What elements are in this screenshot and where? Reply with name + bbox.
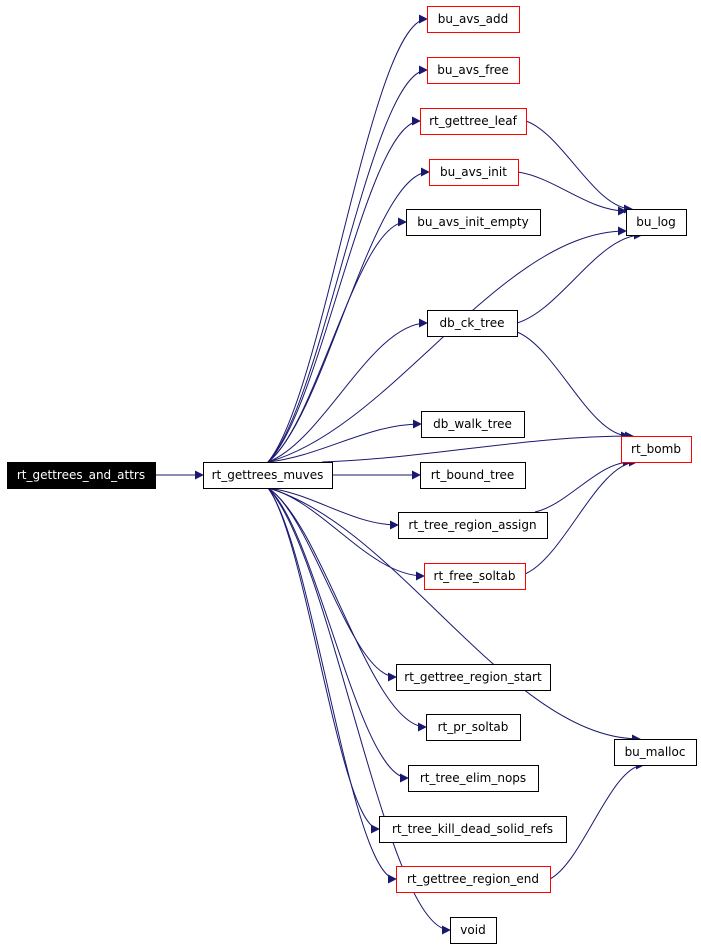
- edge-rt-gettrees-muves-to-rt-pr-soltab: [267, 487, 427, 732]
- node-box: [424, 563, 526, 590]
- edge-rt-tree-region-assign-to-rt-bomb: [534, 457, 632, 513]
- node-rt-bomb[interactable]: rt_bomb: [621, 436, 692, 463]
- node-box: [427, 57, 520, 84]
- node-box: [7, 462, 156, 489]
- edge-rt-gettrees-muves-to-db-ck-tree: [267, 318, 428, 463]
- node-rt-tree-region-assign[interactable]: rt_tree_region_assign: [398, 512, 548, 539]
- node-box: [621, 436, 692, 463]
- node-box: [396, 664, 551, 691]
- node-box: [379, 816, 567, 843]
- node-rt-tree-kill-dead-solid-refs[interactable]: rt_tree_kill_dead_solid_refs: [379, 816, 567, 843]
- node-box: [626, 209, 687, 236]
- node-rt-tree-elim-nops[interactable]: rt_tree_elim_nops: [408, 765, 539, 792]
- node-label: rt_bomb: [631, 442, 681, 456]
- node-label: rt_free_soltab: [434, 569, 516, 583]
- node-box: [396, 866, 551, 893]
- edge-db-ck-tree-to-rt-bomb: [516, 331, 630, 441]
- node-box: [420, 108, 527, 135]
- edge-rt-gettrees-muves-to-rt-gettree-region-end: [267, 487, 397, 884]
- edge-rt-gettree-leaf-to-bu-log: [525, 120, 633, 214]
- node-label: db_ck_tree: [440, 316, 505, 330]
- node-bu-avs-add[interactable]: bu_avs_add: [427, 6, 520, 33]
- node-label: rt_gettree_region_start: [404, 670, 542, 684]
- node-box: [398, 512, 548, 539]
- node-label: rt_tree_region_assign: [408, 518, 536, 532]
- edge-rt-gettrees-muves-to-bu-malloc: [267, 487, 641, 744]
- edge-rt-gettrees-muves-to-rt-gettree-leaf: [267, 116, 421, 463]
- node-label: void: [460, 923, 485, 937]
- node-box: [429, 159, 519, 186]
- node-void[interactable]: void: [450, 917, 497, 944]
- node-label: rt_gettrees_and_attrs: [17, 468, 145, 482]
- node-label: rt_pr_soltab: [438, 720, 509, 734]
- edge-rt-gettrees-muves-to-rt-tree-region-assign: [267, 487, 399, 530]
- edge-rt-gettrees-muves-to-rt-bomb: [321, 431, 634, 463]
- edge-bu-avs-init-to-bu-log: [517, 171, 627, 216]
- node-db-ck-tree[interactable]: db_ck_tree: [427, 310, 518, 337]
- node-bu-avs-init[interactable]: bu_avs_init: [429, 159, 519, 186]
- node-bu-malloc[interactable]: bu_malloc: [614, 739, 697, 766]
- edge-rt-gettrees-muves-to-bu-avs-free: [267, 65, 428, 463]
- edge-db-ck-tree-to-bu-log: [516, 230, 643, 324]
- edge-rt-gettrees-muves-to-db-walk-tree: [267, 419, 422, 463]
- node-box: [420, 462, 526, 489]
- node-label: bu_avs_init: [440, 165, 507, 179]
- node-box: [427, 6, 520, 33]
- node-label: rt_bound_tree: [431, 468, 515, 482]
- edge-rt-gettrees-muves-to-rt-tree-kill-dead-solid-refs: [267, 487, 380, 834]
- node-rt-free-soltab[interactable]: rt_free_soltab: [424, 563, 526, 590]
- node-rt-gettree-region-end[interactable]: rt_gettree_region_end: [396, 866, 551, 893]
- node-label: bu_avs_free: [437, 63, 509, 77]
- edges-layer: [155, 14, 645, 935]
- edge-rt-free-soltab-to-rt-bomb: [524, 457, 638, 575]
- node-box: [450, 917, 497, 944]
- node-box: [408, 765, 539, 792]
- edge-rt-gettree-region-end-to-bu-malloc: [549, 760, 645, 880]
- node-rt-bound-tree[interactable]: rt_bound_tree: [420, 462, 526, 489]
- node-label: rt_gettree_region_end: [407, 872, 539, 886]
- node-db-walk-tree[interactable]: db_walk_tree: [421, 411, 525, 438]
- edge-rt-gettrees-muves-to-rt-tree-elim-nops: [267, 487, 409, 783]
- node-rt-gettree-region-start[interactable]: rt_gettree_region_start: [396, 664, 551, 691]
- node-label: rt_tree_elim_nops: [420, 771, 526, 785]
- node-bu-avs-init-empty[interactable]: bu_avs_init_empty: [406, 209, 541, 236]
- node-box: [421, 411, 525, 438]
- node-label: bu_malloc: [625, 745, 686, 759]
- edge-rt-gettrees-muves-to-bu-avs-init: [267, 167, 430, 463]
- node-rt-pr-soltab[interactable]: rt_pr_soltab: [426, 714, 521, 741]
- node-label: db_walk_tree: [433, 417, 512, 431]
- node-box: [426, 714, 521, 741]
- node-label: rt_tree_kill_dead_solid_refs: [392, 822, 553, 836]
- node-label: bu_log: [636, 215, 676, 229]
- node-box: [406, 209, 541, 236]
- edge-rt-gettrees-muves-to-bu-avs-init-empty: [267, 217, 407, 463]
- node-label: rt_gettree_leaf: [429, 114, 518, 128]
- node-rt-gettree-leaf[interactable]: rt_gettree_leaf: [420, 108, 527, 135]
- edge-rt-gettrees-muves-to-bu-avs-add: [267, 14, 428, 463]
- node-box: [614, 739, 697, 766]
- node-box: [427, 310, 518, 337]
- node-rt-gettrees-and-attrs: rt_gettrees_and_attrs: [7, 462, 156, 489]
- node-bu-avs-free[interactable]: bu_avs_free: [427, 57, 520, 84]
- node-box: [203, 462, 333, 489]
- node-rt-gettrees-muves[interactable]: rt_gettrees_muves: [203, 462, 333, 489]
- node-label: rt_gettrees_muves: [212, 468, 324, 482]
- node-bu-log[interactable]: bu_log: [626, 209, 687, 236]
- node-label: bu_avs_add: [438, 12, 509, 26]
- node-label: bu_avs_init_empty: [417, 215, 528, 229]
- edge-rt-gettrees-muves-to-void: [267, 487, 451, 935]
